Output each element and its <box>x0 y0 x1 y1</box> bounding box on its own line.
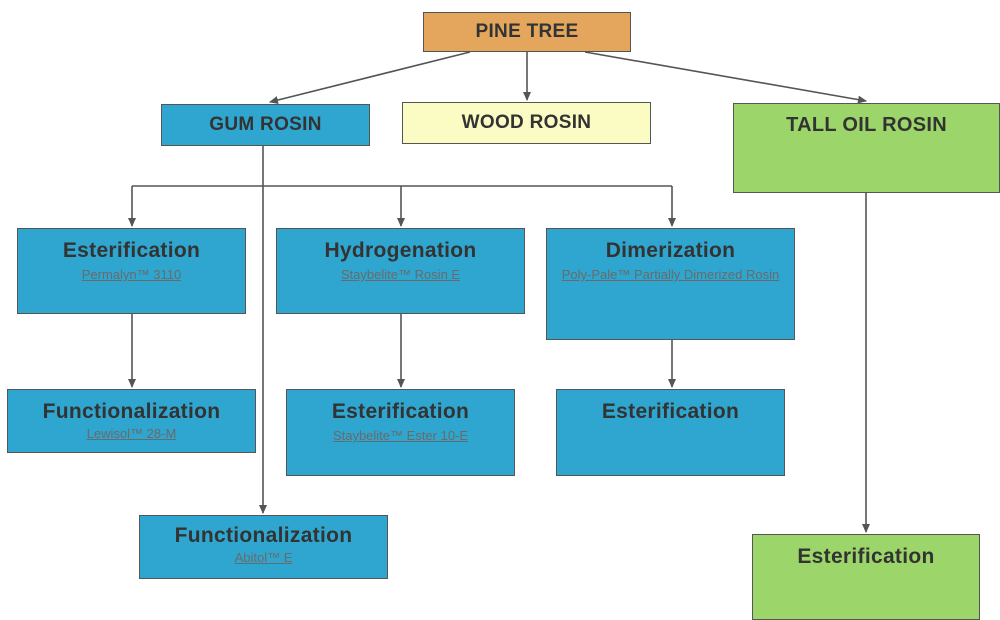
node-esterification-3-label: Esterification <box>602 400 739 424</box>
node-gum-rosin: GUM ROSIN <box>161 104 370 146</box>
node-gum-rosin-label: GUM ROSIN <box>209 114 321 136</box>
node-hydrogenation: Hydrogenation Staybelite™ Rosin E <box>276 228 525 314</box>
node-pine-tree: PINE TREE <box>423 12 631 52</box>
node-esterification-4-label: Esterification <box>797 545 934 569</box>
node-functionalization-1-label: Functionalization <box>43 400 221 424</box>
node-dimerization-product: Poly-Pale™ Partially Dimerized Rosin <box>554 267 787 283</box>
node-esterification-2-label: Esterification <box>332 400 469 424</box>
node-tall-oil-rosin-label: TALL OIL ROSIN <box>786 114 947 137</box>
node-functionalization-2: Functionalization Abitol™ E <box>139 515 388 579</box>
node-esterification-2-product: Staybelite™ Ester 10-E <box>325 428 476 444</box>
node-hydrogenation-label: Hydrogenation <box>324 239 476 263</box>
node-functionalization-2-label: Functionalization <box>175 524 353 548</box>
node-esterification-1: Esterification Permalyn™ 3110 <box>17 228 246 314</box>
arrow-root-to-tall-oil-rosin <box>585 52 866 101</box>
node-functionalization-2-product: Abitol™ E <box>227 550 301 566</box>
node-pine-tree-label: PINE TREE <box>476 21 579 43</box>
node-esterification-1-product: Permalyn™ 3110 <box>74 267 189 283</box>
node-esterification-3: Esterification <box>556 389 785 476</box>
node-hydrogenation-product: Staybelite™ Rosin E <box>333 267 468 283</box>
node-esterification-4: Esterification <box>752 534 980 620</box>
node-wood-rosin-label: WOOD ROSIN <box>462 112 592 134</box>
node-functionalization-1: Functionalization Lewisol™ 28-M <box>7 389 256 453</box>
node-dimerization-label: Dimerization <box>606 239 736 263</box>
node-esterification-2: Esterification Staybelite™ Ester 10-E <box>286 389 515 476</box>
node-wood-rosin: WOOD ROSIN <box>402 102 651 144</box>
node-dimerization: Dimerization Poly-Pale™ Partially Dimeri… <box>546 228 795 340</box>
arrow-root-to-gum-rosin <box>270 52 470 102</box>
node-functionalization-1-product: Lewisol™ 28-M <box>79 426 185 442</box>
node-tall-oil-rosin: TALL OIL ROSIN <box>733 103 1000 193</box>
node-esterification-1-label: Esterification <box>63 239 200 263</box>
